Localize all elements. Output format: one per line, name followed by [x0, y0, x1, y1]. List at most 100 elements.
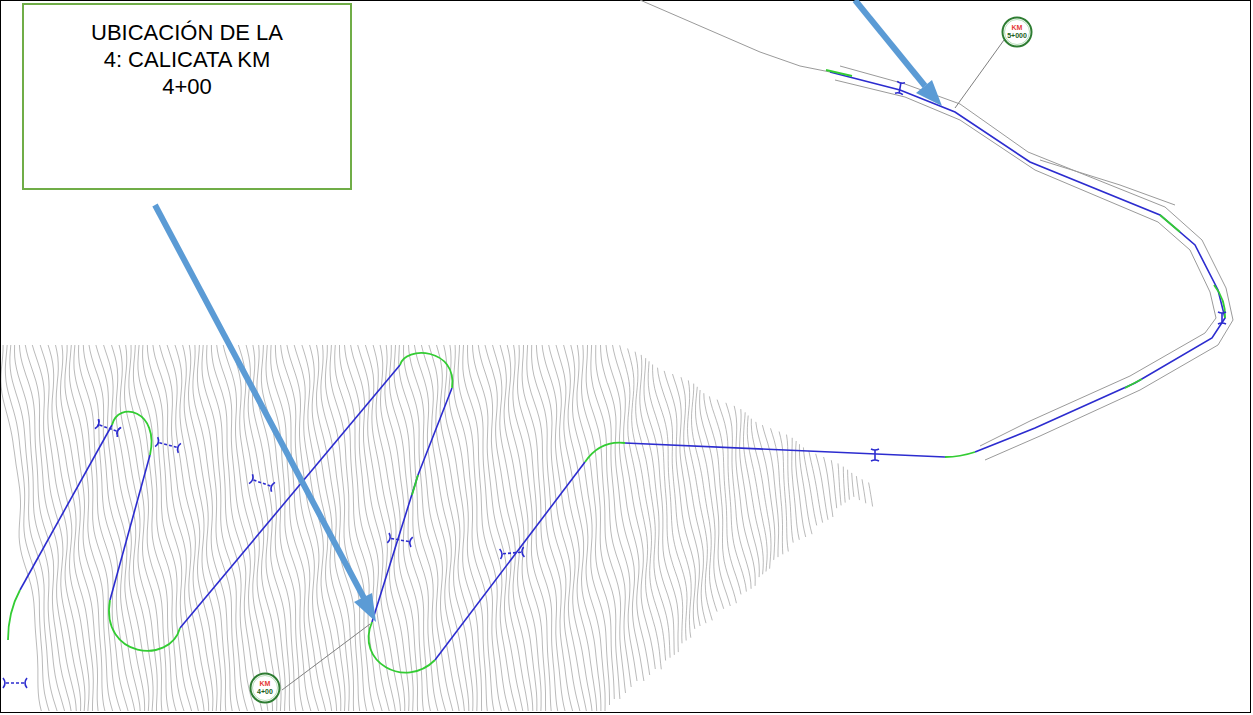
- contour-line: [358, 345, 405, 711]
- contour-line: [351, 345, 401, 711]
- road-curve: [585, 443, 625, 462]
- contour-line: [809, 451, 823, 523]
- contour-line: [571, 345, 610, 705]
- road-tangent: [110, 455, 150, 600]
- contour-line: [843, 467, 845, 503]
- contour-line: [848, 470, 850, 500]
- road-tangent: [20, 425, 112, 590]
- contour-line: [613, 345, 656, 669]
- section-mark: [871, 449, 879, 461]
- contour-line: [167, 345, 213, 711]
- road-edge: [835, 80, 1216, 446]
- contour-line: [601, 345, 644, 681]
- contour-line: [596, 345, 637, 681]
- contour-line: [862, 479, 866, 503]
- contour-line: [856, 476, 859, 500]
- contour-line: [751, 419, 771, 569]
- contour-line: [582, 345, 620, 699]
- contour-line: [202, 345, 247, 711]
- km-marker: KM5+000: [1001, 16, 1033, 48]
- contour-line: [692, 384, 718, 612]
- contour-line: [518, 345, 558, 711]
- contour-line: [83, 345, 135, 711]
- road-edge: [1040, 160, 1175, 205]
- contour-line: [138, 345, 184, 711]
- callout-box: UBICACIÓN DE LA 4: CALICATA KM 4+00: [22, 3, 352, 190]
- road-tangent: [435, 462, 585, 660]
- contour-line: [478, 345, 528, 711]
- road-tangent: [625, 443, 945, 457]
- contour-line: [246, 345, 285, 711]
- road-curve: [1125, 379, 1142, 388]
- contour-line: [493, 345, 537, 711]
- contour-line: [653, 365, 687, 641]
- contour-line: [648, 361, 683, 643]
- contour-line: [458, 345, 501, 711]
- contour-line: [449, 345, 487, 711]
- contour-line: [89, 345, 140, 711]
- contour-line: [640, 355, 675, 655]
- contour-line: [771, 428, 783, 554]
- pointer-arrow: [155, 205, 365, 600]
- leader-lines: [282, 40, 1004, 690]
- contour-line: [803, 447, 816, 525]
- contour-line: [25, 345, 76, 711]
- contour-line: [762, 425, 778, 557]
- arrow-head: [916, 80, 942, 106]
- contour-line: [40, 345, 85, 711]
- contour-line: [454, 345, 495, 711]
- road-curve: [826, 70, 852, 76]
- contour-lines: [1, 345, 873, 711]
- pointer-arrow: [855, 0, 925, 86]
- contour-line: [389, 345, 430, 711]
- km-marker: KM4+00: [249, 672, 281, 704]
- contour-line: [10, 345, 57, 711]
- road-tangent: [180, 365, 400, 628]
- km-value: 5+000: [1007, 32, 1027, 40]
- contour-line: [147, 345, 198, 711]
- contour-line: [816, 454, 828, 520]
- km-value: 4+00: [257, 688, 273, 696]
- contour-line: [831, 460, 836, 508]
- contour-line: [133, 345, 176, 711]
- contour-line: [385, 345, 424, 711]
- contour-line: [556, 345, 601, 711]
- section-mark: [249, 474, 275, 492]
- road-curve: [8, 590, 20, 640]
- contour-line: [824, 457, 833, 517]
- contour-line: [869, 483, 873, 507]
- contour-line: [175, 345, 217, 711]
- contour-line: [261, 345, 303, 711]
- contour-line: [223, 345, 272, 711]
- contour-line: [112, 345, 154, 711]
- contour-line: [104, 345, 149, 711]
- contour-line: [852, 473, 854, 497]
- contour-line: [696, 387, 724, 609]
- contour-line: [15, 345, 65, 711]
- contour-line: [231, 345, 277, 711]
- road-curve: [1160, 215, 1180, 232]
- km-label: KM: [260, 680, 271, 688]
- contour-line: [193, 345, 232, 711]
- contour-line: [373, 345, 413, 711]
- contour-line: [429, 345, 473, 711]
- km-marker-ring: [253, 676, 278, 701]
- section-mark: [95, 419, 121, 437]
- arrow-head: [354, 593, 376, 622]
- section-mark: [3, 678, 27, 688]
- contour-line: [19, 345, 71, 711]
- section-mark: [387, 533, 412, 547]
- section-mark: [895, 81, 905, 94]
- contour-line: [688, 380, 713, 620]
- contour-line: [522, 345, 565, 711]
- km-marker-circle: [251, 674, 280, 703]
- contour-line: [577, 345, 614, 699]
- road-curve: [109, 600, 180, 651]
- contour-line: [129, 345, 169, 711]
- road-edge: [840, 66, 1233, 460]
- contour-line: [1, 345, 41, 711]
- km-marker-ring: [1005, 20, 1030, 45]
- contour-line: [586, 345, 625, 693]
- section-mark: [155, 437, 181, 453]
